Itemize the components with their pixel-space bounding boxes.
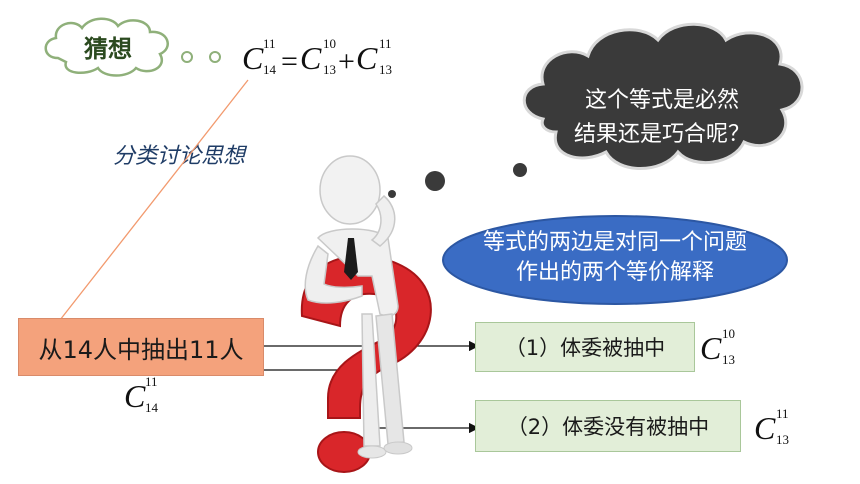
formula-lhs: C 11 14: [242, 36, 276, 77]
figure-head: [319, 155, 381, 225]
formula-to-source-line: [59, 79, 249, 321]
formula-lhs-sub: 14: [263, 62, 276, 77]
plus-sign: +: [338, 45, 355, 78]
explanation-ellipse: [442, 215, 788, 305]
case2-comb-sub: 13: [776, 432, 789, 447]
formula-term1-sub: 13: [323, 62, 336, 77]
formula-term2-sup: 11: [379, 36, 392, 51]
thought-cloud: [388, 22, 804, 198]
thought-line-2: 结果还是巧合呢？: [573, 122, 750, 147]
formula-term1-sup: 10: [323, 36, 336, 51]
topic-label: 分类讨论思想: [113, 144, 246, 169]
equals-sign: =: [281, 45, 298, 78]
case1-comb: C 10 13: [700, 326, 735, 367]
guess-cloud-shape: [44, 17, 169, 77]
figure-foot-back: [383, 441, 413, 455]
case1-comb-sup: 10: [722, 326, 735, 341]
case1-comb-sub: 13: [722, 352, 735, 367]
figure-foot-front: [357, 445, 387, 459]
source-box: 从14人中抽出11人: [18, 318, 264, 376]
formula-term2-sub: 13: [379, 62, 392, 77]
figure-tie: [344, 238, 358, 280]
thought-line-1: 这个等式是必然: [584, 88, 739, 113]
source-comb-sup: 11: [145, 374, 158, 389]
case2-comb: C 11 13: [754, 406, 789, 447]
case-box-1: （1）体委被抽中: [475, 322, 695, 372]
explanation-text: 等式的两边是对同一个问题 作出的两个等价解释: [450, 228, 780, 288]
explanation-line-2: 作出的两个等价解释: [515, 260, 714, 285]
formula-lhs-sup: 11: [263, 36, 276, 51]
formula-term2: C 11 13: [356, 36, 392, 77]
figure-torso: [316, 228, 399, 317]
thinking-figure-with-question-mark: [300, 155, 432, 473]
guess-label: 猜想: [84, 34, 132, 63]
explanation-line-1: 等式的两边是对同一个问题: [482, 230, 747, 255]
figure-leg-front: [361, 313, 381, 447]
formula-term1: C 10 13: [300, 36, 336, 77]
guess-dot-1: [181, 51, 193, 63]
thought-dot-medium: [425, 171, 445, 191]
figure-leg-back: [375, 313, 405, 445]
source-comb-sub: 14: [145, 400, 158, 415]
source-comb: C 11 14: [124, 374, 158, 415]
thought-dot-tiny: [388, 190, 396, 198]
case-box-2: （2）体委没有被抽中: [475, 400, 741, 452]
case2-comb-sup: 11: [776, 406, 789, 421]
figure-arm-raised: [370, 194, 396, 247]
figure-arm-leaning: [304, 244, 363, 304]
guess-dot-2: [209, 51, 221, 63]
thought-text: 这个等式是必然 结果还是巧合呢？: [560, 84, 764, 152]
thought-dot-small: [513, 163, 527, 177]
